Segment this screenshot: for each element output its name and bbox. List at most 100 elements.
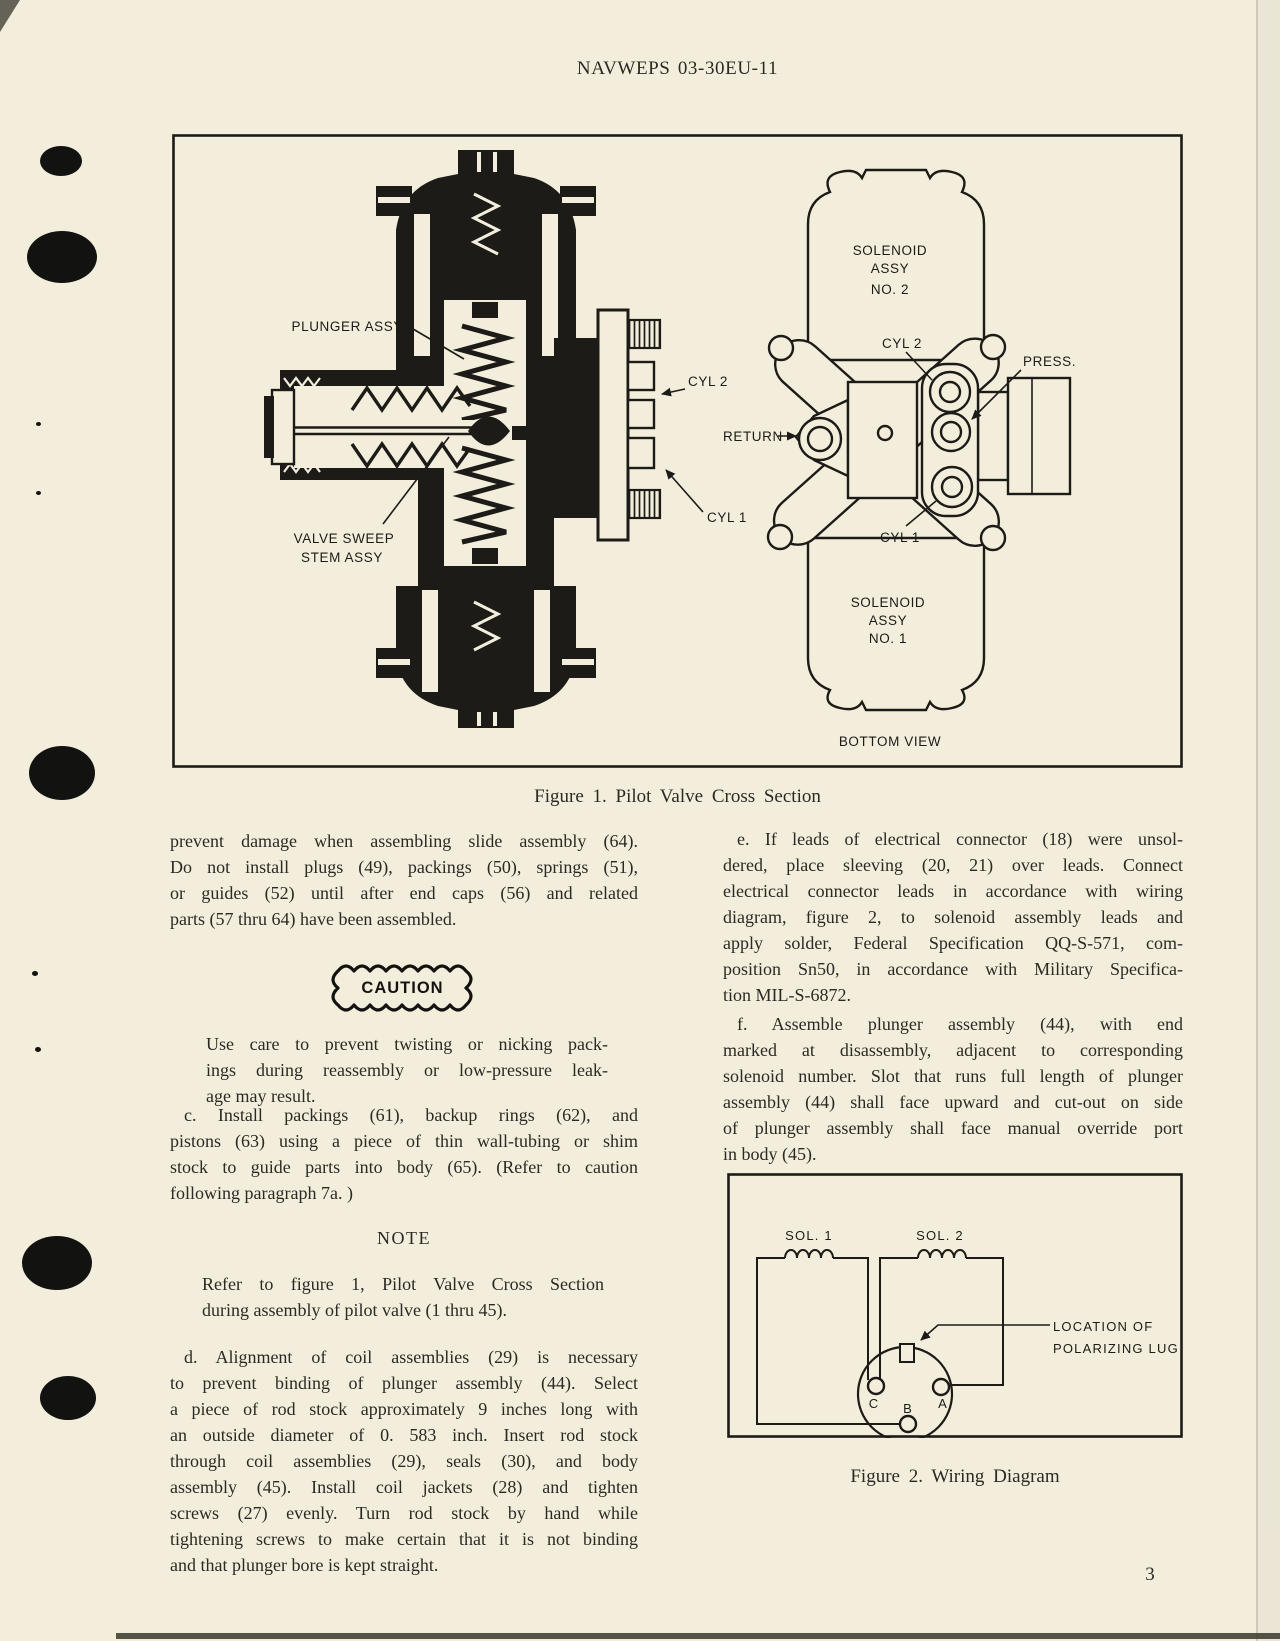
pin-a-label: A <box>938 1396 948 1411</box>
solenoid2-label-1: SOLENOID <box>853 243 928 258</box>
solenoid1-label-1: SOLENOID <box>851 595 926 610</box>
text-line: assembly (45). Install coil jackets (28)… <box>170 1477 638 1497</box>
text-line: assembly (44) shall face upward and cut-… <box>723 1092 1183 1112</box>
text-line: or guides (52) until after end caps (56)… <box>170 883 638 903</box>
text-line: a piece of rod stock approximately 9 inc… <box>170 1399 638 1419</box>
para-f: f. Assemble plunger assembly (44), with … <box>723 1011 1183 1167</box>
valve-bottom-view <box>766 168 1072 712</box>
mounting-flange <box>596 308 630 542</box>
text-line: age may result. <box>206 1086 316 1106</box>
figure2-wiring-diagram: SOL. 1 SOL. 2 C A B LOCATION OF POLARIZI… <box>727 1173 1183 1438</box>
text-line: marked at disassembly, adjacent to corre… <box>723 1040 1183 1060</box>
valve-sweep-label-2: STEM ASSY <box>301 550 383 565</box>
caution-box: CAUTION <box>330 962 475 1014</box>
document-header: NAVWEPS 03-30EU-11 <box>576 58 779 79</box>
pin-b-label: B <box>903 1401 913 1416</box>
caution-text: Use care to prevent twisting or nicking … <box>206 1031 608 1109</box>
text-line: in body (45). <box>723 1144 817 1164</box>
text-line: pistons (63) using a piece of thin wall-… <box>170 1131 638 1151</box>
text-line: dered, place sleeving (20, 21) over lead… <box>723 855 1183 875</box>
text-line: and that plunger bore is kept straight. <box>170 1555 439 1575</box>
caution-label: CAUTION <box>361 978 444 997</box>
polarizing-lug-label-2: POLARIZING LUG <box>1053 1341 1179 1356</box>
note-text: Refer to figure 1, Pilot Valve Cross Sec… <box>202 1271 604 1323</box>
para-intro: prevent damage when assembling slide ass… <box>170 828 638 932</box>
text-line: Do not install plugs (49), packings (50)… <box>170 857 638 877</box>
sol2-coil <box>917 1249 967 1259</box>
pin-a <box>931 1377 951 1397</box>
text-line: apply solder, Federal Specification QQ-S… <box>723 933 1183 953</box>
note-label: NOTE <box>377 1228 431 1248</box>
text-line: during assembly of pilot valve (1 thru 4… <box>202 1300 507 1320</box>
page-number: 3 <box>1145 1564 1155 1585</box>
text-line: solenoid number. Slot that runs full len… <box>723 1066 1183 1086</box>
solenoid2-label-3: NO. 2 <box>871 282 909 297</box>
text-line: ings during reassembly or low-pressure l… <box>206 1060 608 1080</box>
figure2-drawing: SOL. 1 SOL. 2 C A B LOCATION OF POLARIZI… <box>727 1173 1183 1438</box>
solenoid1-label-2: ASSY <box>869 613 907 628</box>
para-d: d. Alignment of coil assemblies (29) is … <box>170 1344 638 1578</box>
text-line: Use care to prevent twisting or nicking … <box>206 1034 608 1054</box>
polarizing-lug-label-1: LOCATION OF <box>1053 1319 1153 1334</box>
sol1-label: SOL. 1 <box>785 1228 833 1243</box>
ink-speck <box>32 971 38 976</box>
text-line: diagram, figure 2, to solenoid assembly … <box>723 907 1183 927</box>
pin-c-label: C <box>869 1396 880 1411</box>
press-label: PRESS. <box>1023 354 1076 369</box>
text-line: Refer to figure 1, Pilot Valve Cross Sec… <box>202 1274 604 1294</box>
punch-hole-mark <box>27 231 97 283</box>
text-line: e. If leads of electrical connector (18)… <box>737 829 1183 849</box>
text-line: electrical connector leads in accordance… <box>723 881 1183 901</box>
solenoid1-label-3: NO. 1 <box>869 631 907 646</box>
pin-b <box>898 1414 918 1434</box>
figure2-caption: Figure 2. Wiring Diagram <box>850 1466 1060 1487</box>
text-line: f. Assemble plunger assembly (44), with … <box>737 1014 1183 1034</box>
cyl2-section-label: CYL 2 <box>688 374 728 389</box>
text-line: tightening screws to make certain that i… <box>170 1529 638 1549</box>
text-line: prevent damage when assembling slide ass… <box>170 831 638 851</box>
ink-speck <box>36 491 41 495</box>
punch-hole-mark <box>40 146 82 176</box>
pin-c <box>866 1376 886 1396</box>
text-line: following paragraph 7a. ) <box>170 1183 353 1203</box>
scan-corner-shadow <box>0 0 20 32</box>
bottom-view-label: BOTTOM VIEW <box>839 734 941 749</box>
text-line: position Sn50, in accordance with Milita… <box>723 959 1183 979</box>
text-line: through coil assemblies (29), seals (30)… <box>170 1451 638 1471</box>
cyl1-bottom-label: CYL 1 <box>880 530 920 545</box>
text-line: d. Alignment of coil assemblies (29) is … <box>184 1347 638 1367</box>
text-line: of plunger assembly shall face manual ov… <box>723 1118 1183 1138</box>
page-edge-shade <box>1258 0 1280 1641</box>
return-label: RETURN <box>723 429 783 444</box>
caution-box-border <box>331 964 473 1012</box>
punch-hole-mark <box>40 1376 96 1420</box>
plunger-assy-label: PLUNGER ASSY <box>292 319 404 334</box>
valve-sweep-label-1: VALVE SWEEP <box>294 531 395 546</box>
valve-cross-section <box>264 150 662 728</box>
solenoid2-label-2: ASSY <box>871 261 909 276</box>
text-line: an outside diameter of 0. 583 inch. Inse… <box>170 1425 638 1445</box>
ink-speck <box>35 1047 41 1052</box>
para-e: e. If leads of electrical connector (18)… <box>723 826 1183 1008</box>
text-line: stock to guide parts into body (65). (Re… <box>170 1157 638 1177</box>
figure1-drawing: PLUNGER ASSY VALVE SWEEP STEM ASSY CYL 2… <box>172 134 1183 768</box>
para-c: c. Install packings (61), backup rings (… <box>170 1102 638 1206</box>
solenoid-assy-2-outline <box>806 168 986 362</box>
page-edge-line <box>1256 0 1258 1641</box>
text-line: parts (57 thru 64) have been assembled. <box>170 909 457 929</box>
cyl1-section-label: CYL 1 <box>707 510 747 525</box>
text-line: to prevent binding of plunger assembly (… <box>170 1373 638 1393</box>
figure1-pilot-valve-cross-section: PLUNGER ASSY VALVE SWEEP STEM ASSY CYL 2… <box>172 134 1183 768</box>
solenoid-assy-1-outline <box>806 536 986 712</box>
polarizing-lug <box>899 1343 915 1363</box>
text-line: c. Install packings (61), backup rings (… <box>184 1105 638 1125</box>
text-line: tion MIL-S-6872. <box>723 985 851 1005</box>
sol1-coil <box>784 1249 834 1259</box>
text-line: screws (27) evenly. Turn rod stock by ha… <box>170 1503 638 1523</box>
figure1-caption: Figure 1. Pilot Valve Cross Section <box>534 786 821 807</box>
punch-hole-mark <box>29 746 95 800</box>
scan-bottom-edge <box>116 1633 1280 1639</box>
sol2-label: SOL. 2 <box>916 1228 964 1243</box>
punch-hole-mark <box>22 1236 92 1290</box>
